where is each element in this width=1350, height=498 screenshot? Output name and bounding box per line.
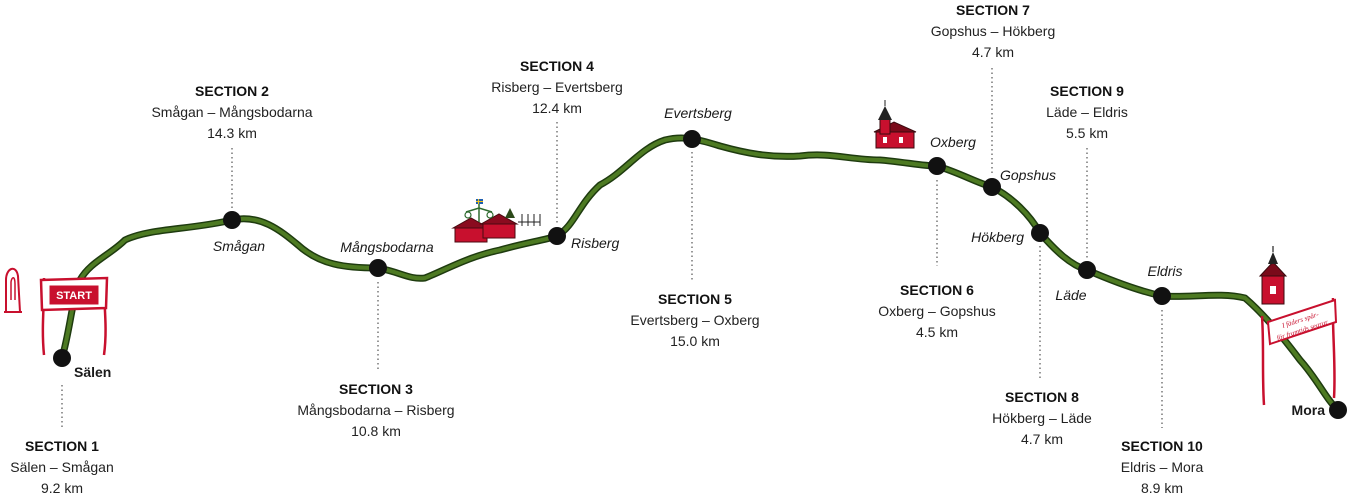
section-6-distance: 4.5 km: [916, 324, 958, 340]
section-4-route: Risberg – Evertsberg: [491, 79, 623, 95]
section-4-distance: 12.4 km: [532, 100, 582, 116]
runner-statue-icon: [4, 267, 22, 313]
section-5-distance: 15.0 km: [670, 333, 720, 349]
section-2-distance: 14.3 km: [207, 125, 257, 141]
church-icon: [873, 100, 917, 149]
stop-label-oxberg: Oxberg: [930, 134, 976, 150]
stop-dot-salen: [53, 349, 71, 367]
stop-label-salen: Sälen: [74, 364, 111, 380]
section-3-route: Mångsbodarna – Risberg: [297, 402, 454, 418]
stop-dot-hokberg: [1031, 224, 1049, 242]
section-8-distance: 4.7 km: [1021, 431, 1063, 447]
section-9-title: SECTION 9: [1050, 83, 1124, 99]
section-6-title: SECTION 6: [900, 282, 974, 298]
section-9-route: Läde – Eldris: [1046, 104, 1128, 120]
stop-dot-mora: [1329, 401, 1347, 419]
stop-dot-mangsbodarna: [369, 259, 387, 277]
section-10-distance: 8.9 km: [1141, 480, 1183, 496]
start-sign-label: START: [56, 290, 92, 302]
stop-label-mora: Mora: [1292, 402, 1326, 418]
section-3-distance: 10.8 km: [351, 423, 401, 439]
section-3-label: SECTION 3 Mångsbodarna – Risberg 10.8 km: [297, 381, 454, 439]
stop-label-smagan: Smågan: [213, 238, 265, 254]
section-10-label: SECTION 10 Eldris – Mora 8.9 km: [1121, 438, 1204, 496]
stop-dots: [53, 130, 1347, 419]
section-4-label: SECTION 4 Risberg – Evertsberg 12.4 km: [491, 58, 623, 116]
section-6-label: SECTION 6 Oxberg – Gopshus 4.5 km: [878, 282, 996, 340]
stop-label-eldris: Eldris: [1147, 263, 1182, 279]
stop-dot-risberg: [548, 227, 566, 245]
stop-dot-oxberg: [928, 157, 946, 175]
section-8-label: SECTION 8 Hökberg – Läde 4.7 km: [992, 389, 1092, 447]
section-10-route: Eldris – Mora: [1121, 459, 1204, 475]
stop-dot-gopshus: [983, 178, 1001, 196]
section-7-label: SECTION 7 Gopshus – Hökberg 4.7 km: [931, 2, 1056, 60]
section-1-distance: 9.2 km: [41, 480, 83, 496]
section-2-title: SECTION 2: [195, 83, 269, 99]
section-1-title: SECTION 1: [25, 438, 99, 454]
section-1-route: Sälen – Smågan: [10, 459, 114, 475]
section-8-route: Hökberg – Läde: [992, 410, 1092, 426]
section-2-route: Smågan – Mångsbodarna: [151, 104, 312, 120]
mora-church-tower-icon: [1258, 246, 1288, 305]
stop-label-gopshus: Gopshus: [1000, 167, 1056, 183]
start-gate-icon: START: [39, 276, 109, 356]
stop-label-lade: Läde: [1055, 287, 1086, 303]
section-7-title: SECTION 7: [956, 2, 1030, 18]
section-4-title: SECTION 4: [520, 58, 594, 74]
section-10-title: SECTION 10: [1121, 438, 1203, 454]
section-9-distance: 5.5 km: [1066, 125, 1108, 141]
leader-lines: [61, 68, 1163, 428]
stop-label-mangsbodarna: Mångsbodarna: [340, 239, 434, 255]
farm-cottages-icon: [451, 199, 541, 243]
stop-label-risberg: Risberg: [571, 235, 619, 251]
section-5-label: SECTION 5 Evertsberg – Oxberg 15.0 km: [630, 291, 759, 349]
section-6-route: Oxberg – Gopshus: [878, 303, 996, 319]
section-7-route: Gopshus – Hökberg: [931, 23, 1056, 39]
section-9-label: SECTION 9 Läde – Eldris 5.5 km: [1046, 83, 1128, 141]
stop-dot-smagan: [223, 211, 241, 229]
stop-labels: Sälen Smågan Mångsbodarna Risberg Everts…: [74, 105, 1325, 418]
stop-label-hokberg: Hökberg: [971, 229, 1024, 245]
stop-dot-eldris: [1153, 287, 1171, 305]
section-2-label: SECTION 2 Smågan – Mångsbodarna 14.3 km: [151, 83, 312, 141]
section-3-title: SECTION 3: [339, 381, 413, 397]
section-7-distance: 4.7 km: [972, 44, 1014, 60]
section-5-route: Evertsberg – Oxberg: [630, 312, 759, 328]
stop-label-evertsberg: Evertsberg: [664, 105, 732, 121]
section-1-label: SECTION 1 Sälen – Smågan 9.2 km: [10, 438, 114, 496]
section-8-title: SECTION 8: [1005, 389, 1079, 405]
section-5-title: SECTION 5: [658, 291, 732, 307]
stop-dot-lade: [1078, 261, 1096, 279]
stop-dot-evertsberg: [683, 130, 701, 148]
start-sign: [49, 285, 99, 305]
